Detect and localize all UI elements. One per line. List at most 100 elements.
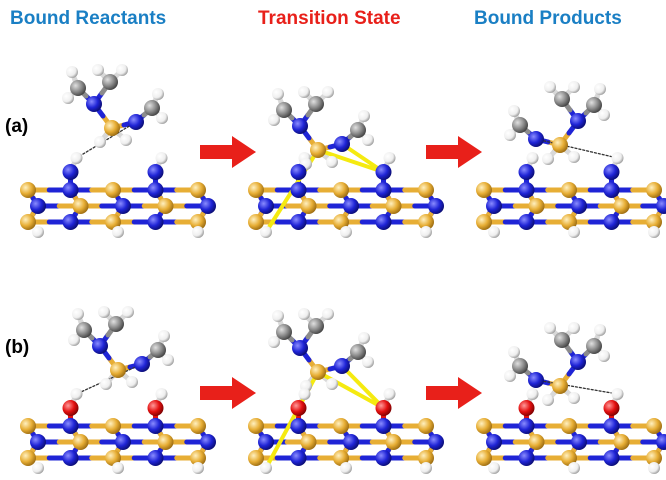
hydrogen-atom [544,81,556,93]
silicon-atom [105,182,121,198]
hydrogen-atom [598,350,610,362]
oxygen-atom [290,400,307,416]
silicon-atom [104,120,120,136]
silicon-atom [248,450,264,466]
nitrogen-atom [518,164,535,180]
carbon-atom [150,342,166,358]
bond [340,364,386,410]
hydrogen-atom [116,64,128,76]
silicon-atom [310,364,326,380]
hydrogen-atom [272,88,284,100]
hydrogen-atom [611,388,624,400]
nitrogen-atom [528,372,544,388]
nitrogen-atom [290,214,307,230]
hydrogen-atom [268,114,280,126]
hydrogen-atom [298,388,311,400]
nitrogen-atom [603,164,620,180]
silicon-atom [248,182,264,198]
nitrogen-atom [428,198,444,214]
hydrogen-atom [155,152,168,164]
oxygen-atom [147,400,164,416]
bond [316,148,386,174]
reaction-arrow-a2 [426,136,482,168]
hydrogen-atom [420,226,432,238]
hydrogen-atom [568,322,580,334]
nitrogen-atom [570,113,586,129]
nitrogen-atom [603,450,620,466]
hydrogen-bond-line [535,138,619,159]
hydrogen-atom [32,462,44,474]
nitrogen-atom [290,450,307,466]
silicon-atom [105,214,121,230]
nitrogen-atom [290,164,307,180]
row-label-a: (a) [5,116,29,137]
nitrogen-atom [128,114,144,130]
nitrogen-atom [343,434,359,450]
hydrogen-atom [542,153,554,165]
silicon-atom [157,198,174,214]
hydrogen-atom [70,152,83,164]
bond [316,370,386,410]
nitrogen-atom [334,136,350,152]
carbon-atom [586,338,602,354]
nitrogen-atom [518,450,535,466]
silicon-atom [190,182,206,198]
hydrogen-atom [192,462,204,474]
silicon-atom [418,214,434,230]
silicon-atom [300,434,317,450]
oxygen-atom [375,400,392,416]
silicon-atom [385,198,402,214]
panel-b-reactants [20,306,216,474]
reaction-arrow-a1 [200,136,256,168]
panel-b-products [476,322,666,474]
hydrogen-atom [340,462,352,474]
silicon-atom [300,198,317,214]
nitrogen-atom [334,358,350,374]
silicon-atom [248,418,264,434]
nitrogen-atom [656,434,666,450]
silicon-atom [333,450,349,466]
nitrogen-atom [603,418,620,434]
nitrogen-atom [292,340,308,356]
carbon-atom [276,324,292,340]
reaction-arrow-b2 [426,377,482,409]
hydrogen-atom [126,376,138,388]
silicon-atom [20,450,36,466]
nitrogen-atom [86,96,102,112]
carbon-atom [308,96,324,112]
silicon-atom [552,137,568,153]
carbon-atom [554,91,570,107]
hydrogen-atom [268,336,280,348]
silicon-atom [561,418,577,434]
silicon-atom [552,378,568,394]
nitrogen-atom [375,214,392,230]
nitrogen-atom [147,418,164,434]
carbon-atom [554,332,570,348]
bond [340,142,386,174]
silicon-atom [561,214,577,230]
nitrogen-atom [518,214,535,230]
nitrogen-atom [571,198,587,214]
hydrogen-atom [568,81,580,93]
hydrogen-atom [66,66,78,78]
silicon-atom [105,418,121,434]
nitrogen-atom [343,198,359,214]
silicon-atom [646,214,662,230]
nitrogen-atom [62,182,79,198]
hydrogen-atom [594,324,606,336]
nitrogen-atom [62,214,79,230]
nitrogen-atom [147,214,164,230]
silicon-atom [248,214,264,230]
hydrogen-atom [100,378,112,390]
silicon-atom [110,362,126,378]
nitrogen-atom [570,354,586,370]
nitrogen-atom [147,450,164,466]
hydrogen-bond-line [75,121,137,159]
carbon-atom [350,344,366,360]
nitrogen-atom [92,338,108,354]
nitrogen-atom [147,182,164,198]
silicon-atom [613,434,630,450]
hydrogen-atom [260,226,272,238]
silicon-atom [190,418,206,434]
nitrogen-atom [486,198,502,214]
